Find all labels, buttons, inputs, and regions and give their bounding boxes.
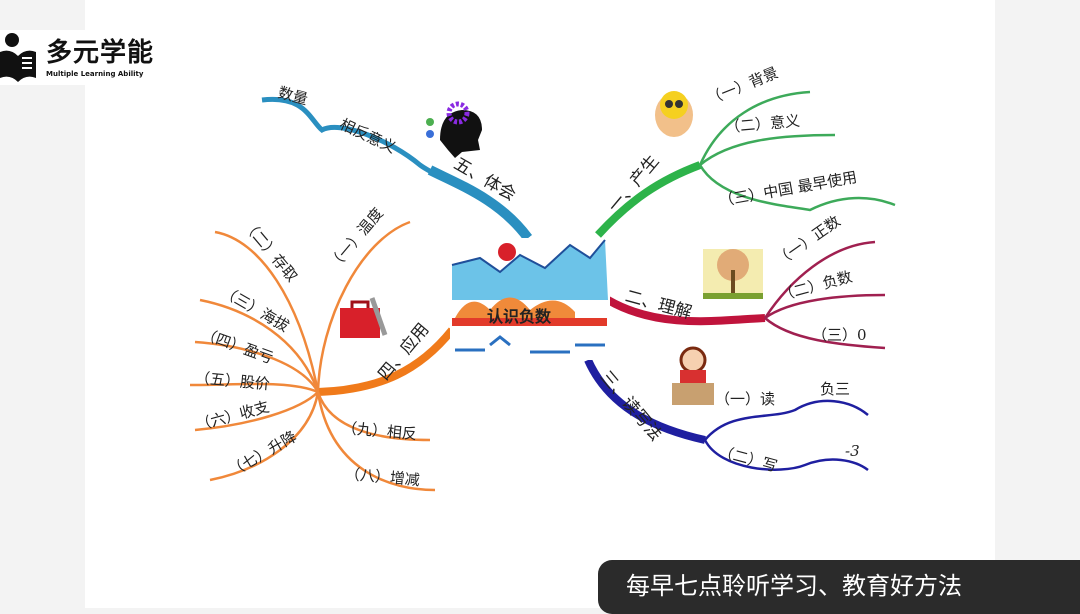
logo: 多元学能 Multiple Learning Ability bbox=[0, 30, 165, 85]
branch-2-item: （三）0 bbox=[812, 326, 867, 344]
reading-girl-icon bbox=[672, 346, 714, 405]
caption-banner: 每早七点聆听学习、教育好方法 bbox=[598, 560, 1080, 614]
central-topic: 认识负数 bbox=[487, 307, 552, 326]
branch-4-line bbox=[317, 327, 456, 396]
branch-3-note: -3 bbox=[845, 442, 860, 460]
hatching-chick-icon bbox=[655, 91, 693, 137]
logo-name-cn: 多元学能 bbox=[46, 38, 155, 68]
branch-1-line bbox=[595, 161, 702, 238]
branch-3-note: 负三 bbox=[820, 380, 851, 398]
center-image bbox=[450, 238, 610, 360]
branch-3-item: （一）读 bbox=[715, 390, 776, 408]
toolbox-icon bbox=[340, 297, 388, 338]
reading-person-icon bbox=[0, 33, 36, 82]
logo-name-en: Multiple Learning Ability bbox=[46, 70, 144, 78]
thinking-head-icon bbox=[426, 101, 482, 158]
branch-2-line bbox=[606, 296, 766, 326]
tree-picture-icon bbox=[703, 249, 763, 299]
branch-3-line bbox=[584, 358, 706, 444]
